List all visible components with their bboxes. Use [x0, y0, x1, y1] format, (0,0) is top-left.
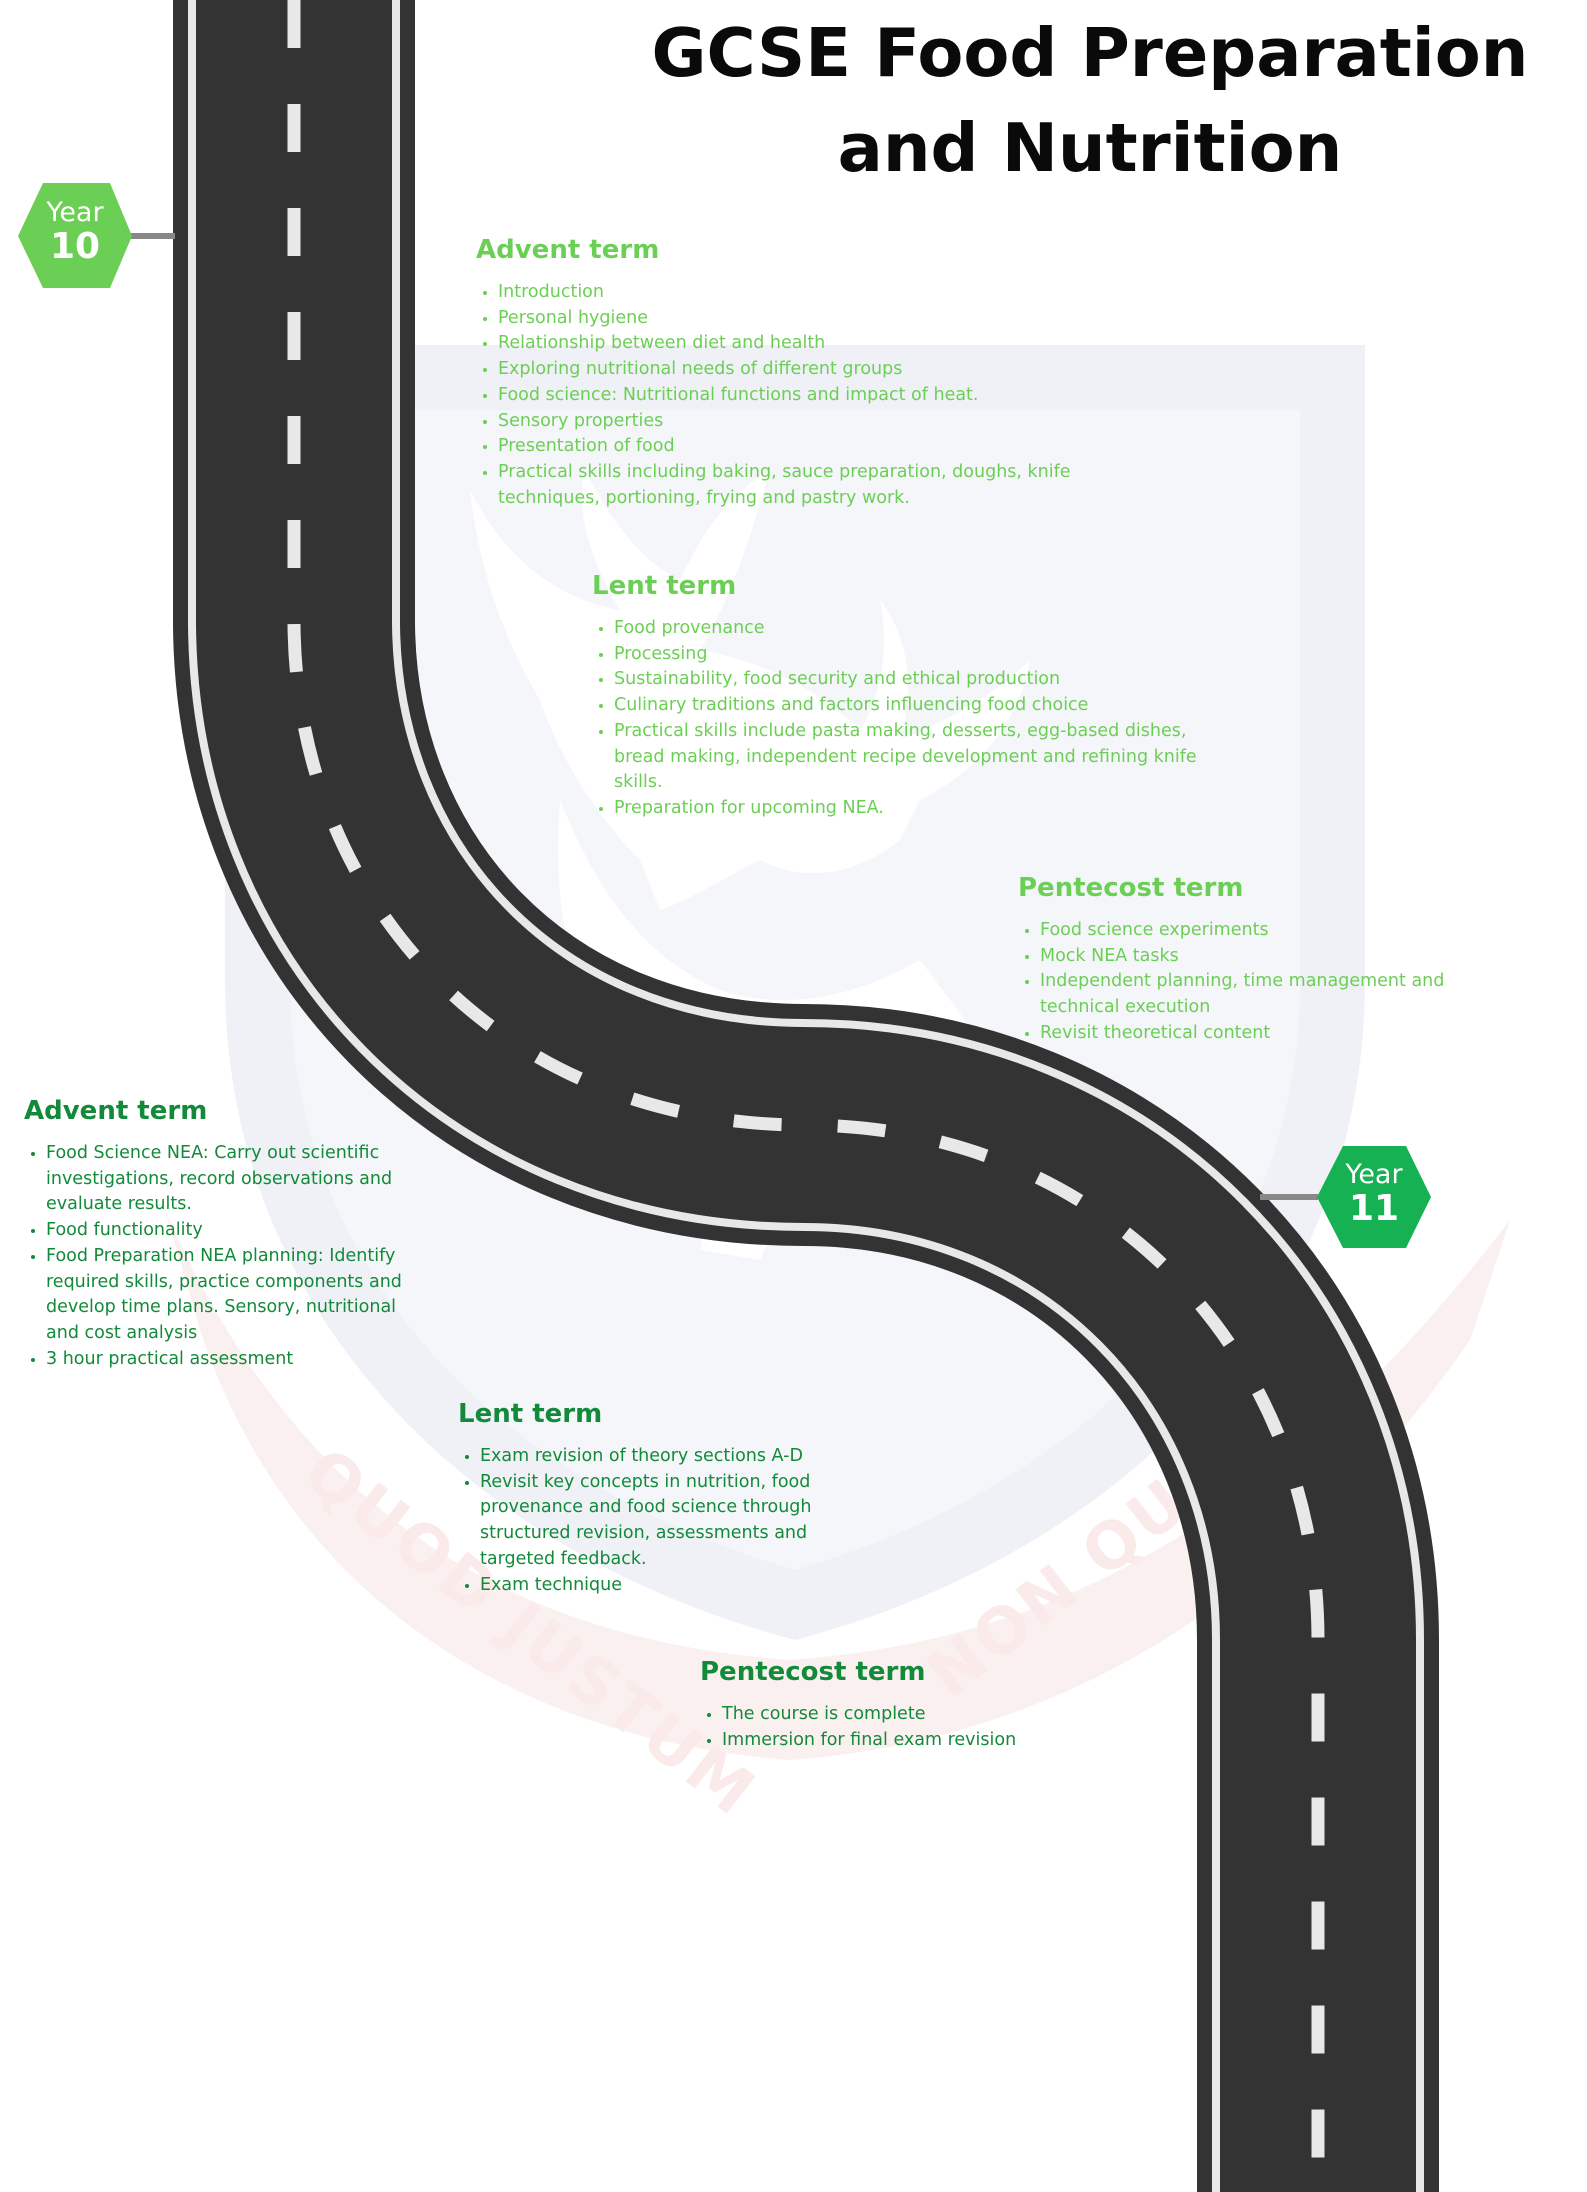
topic-item: Food provenance — [614, 616, 1212, 642]
topic-item: Revisit theoretical content — [1040, 1021, 1488, 1047]
topic-item: Preparation for upcoming NEA. — [614, 796, 1212, 822]
topic-item: Independent planning, time management an… — [1040, 969, 1488, 1020]
topic-item: Food Science NEA: Carry out scientific i… — [46, 1141, 424, 1218]
topic-item: Practical skills including baking, sauce… — [498, 460, 1096, 511]
term-heading: Pentecost term — [1018, 873, 1244, 903]
topic-item: Introduction — [498, 280, 1096, 306]
term-topic-list: Food science experiments Mock NEA tasks … — [1018, 918, 1488, 1047]
topic-item: Practical skills include pasta making, d… — [614, 719, 1212, 796]
year10-hexagon-icon — [18, 183, 132, 288]
year11-advent-term: Advent term Food Science NEA: Carry out … — [24, 1095, 424, 1372]
year10-lent-term: Lent term Food provenance Processing Sus… — [592, 570, 1212, 822]
topic-item: The course is complete — [722, 1702, 1120, 1728]
topic-item: Culinary traditions and factors influenc… — [614, 693, 1212, 719]
term-heading: Pentecost term — [700, 1657, 926, 1687]
topic-item: Exam technique — [480, 1573, 838, 1599]
term-topic-list: Food provenance Processing Sustainabilit… — [592, 616, 1212, 822]
topic-item: Processing — [614, 642, 1212, 668]
topic-item: Exam revision of theory sections A-D — [480, 1444, 838, 1470]
term-heading: Advent term — [24, 1096, 208, 1126]
topic-item: Food functionality — [46, 1218, 424, 1244]
year10-marker: Year 10 — [18, 198, 132, 266]
topic-item: Sensory properties — [498, 409, 1096, 435]
topic-item: Food science: Nutritional functions and … — [498, 383, 1096, 409]
topic-item: Exploring nutritional needs of different… — [498, 357, 1096, 383]
topic-item: Relationship between diet and health — [498, 331, 1096, 357]
term-topic-list: Introduction Personal hygiene Relationsh… — [476, 280, 1096, 511]
page-title: GCSE Food Preparation and Nutrition — [651, 14, 1529, 187]
year11-pentecost-term: Pentecost term The course is complete Im… — [700, 1656, 1120, 1753]
term-heading: Lent term — [458, 1399, 603, 1429]
topic-item: 3 hour practical assessment — [46, 1347, 424, 1373]
topic-item: Revisit key concepts in nutrition, food … — [480, 1470, 838, 1573]
road-centre-dashes — [287, 0, 1325, 2192]
topic-item: Immersion for final exam revision — [722, 1728, 1120, 1754]
year11-marker-word: Year — [1345, 1159, 1403, 1190]
term-topic-list: The course is complete Immersion for fin… — [700, 1702, 1120, 1753]
term-heading: Advent term — [476, 235, 660, 265]
year11-hexagon-icon — [1317, 1146, 1431, 1248]
term-topic-list: Food Science NEA: Carry out scientific i… — [24, 1141, 424, 1372]
topic-item: Sustainability, food security and ethica… — [614, 667, 1212, 693]
topic-item: Food Preparation NEA planning: Identify … — [46, 1244, 424, 1347]
year10-marker-word: Year — [46, 197, 104, 228]
topic-item: Personal hygiene — [498, 306, 1096, 332]
topic-item: Presentation of food — [498, 434, 1096, 460]
term-topic-list: Exam revision of theory sections A-D Rev… — [458, 1444, 838, 1598]
topic-item: Mock NEA tasks — [1040, 944, 1488, 970]
year10-pentecost-term: Pentecost term Food science experiments … — [1018, 872, 1488, 1047]
topic-item: Food science experiments — [1040, 918, 1488, 944]
year10-marker-number: 10 — [49, 226, 101, 267]
year11-marker: Year 11 — [1317, 1160, 1431, 1228]
year10-advent-term: Advent term Introduction Personal hygien… — [476, 234, 1096, 511]
term-heading: Lent term — [592, 571, 737, 601]
year11-lent-term: Lent term Exam revision of theory sectio… — [458, 1398, 838, 1598]
year11-marker-number: 11 — [1348, 1188, 1400, 1229]
